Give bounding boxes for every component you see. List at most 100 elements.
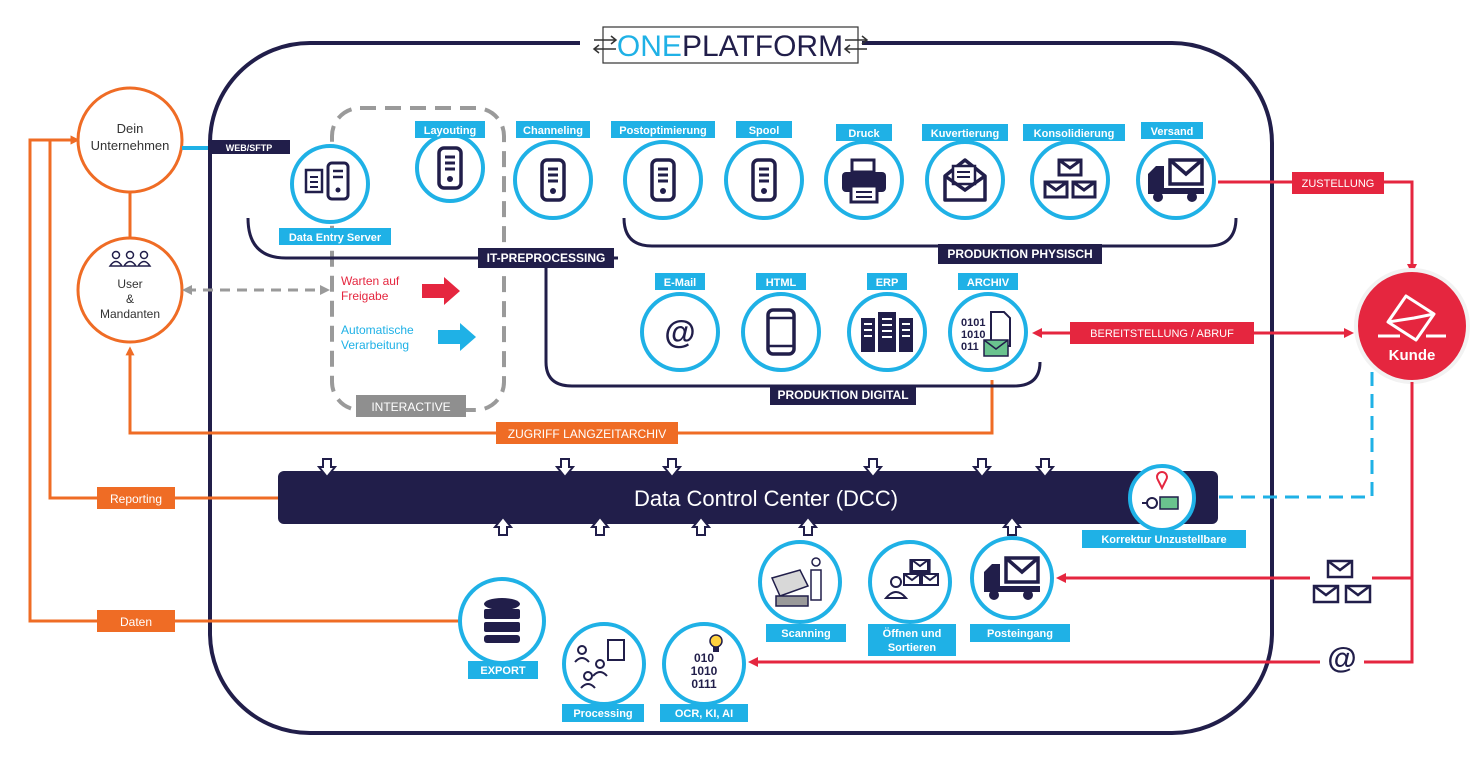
stage-versand: Versand bbox=[1136, 122, 1216, 220]
users-line3: Mandanten bbox=[100, 307, 160, 321]
stage-tag bbox=[611, 121, 715, 138]
scanning-label: Scanning bbox=[781, 628, 831, 640]
ocr-label: OCR, KI, AI bbox=[675, 708, 733, 720]
channel-html: HTML bbox=[741, 273, 821, 372]
title-arrows-left-icon bbox=[592, 35, 618, 54]
channel-tag bbox=[655, 273, 705, 290]
users-line2: & bbox=[126, 292, 134, 306]
oeffnen-line2: Sortieren bbox=[888, 642, 937, 654]
export-tag bbox=[468, 661, 538, 679]
zustellung-line bbox=[1218, 180, 1417, 274]
warten-line2: Freigabe bbox=[341, 289, 389, 303]
scanning-tag bbox=[766, 624, 846, 642]
title-box bbox=[602, 26, 859, 64]
auto-arrow-icon bbox=[438, 323, 476, 351]
stage-kuvertierung: Kuvertierung bbox=[922, 124, 1008, 220]
email-flow bbox=[748, 578, 1414, 667]
zugriff-tag bbox=[496, 422, 678, 444]
daten-label: Daten bbox=[120, 615, 152, 629]
ocr-binary-2: 1010 bbox=[691, 664, 718, 678]
stage-tag bbox=[1023, 124, 1125, 141]
scanner-icon bbox=[770, 557, 822, 607]
zugriff-label: ZUGRIFF LANGZEITARCHIV bbox=[508, 427, 666, 441]
stage-postoptimierung: Postoptimierung bbox=[611, 121, 715, 220]
data-entry-label: Data Entry Server bbox=[289, 232, 382, 244]
stage-label: Spool bbox=[749, 125, 780, 137]
bereitstellung-label: BEREITSTELLUNG / ABRUF bbox=[1090, 328, 1234, 340]
produktion-digital-tag bbox=[770, 385, 916, 405]
processing-tag bbox=[562, 704, 644, 722]
channel-label: ERP bbox=[876, 277, 899, 289]
stage-label: Druck bbox=[848, 128, 880, 140]
ocr-binary-1: 010 bbox=[694, 651, 714, 665]
oeffnen-line1: Öffnen und bbox=[883, 627, 942, 640]
web-sftp-tag bbox=[208, 140, 290, 154]
page-title: ONEPLATFORM bbox=[617, 30, 843, 63]
company-line2: Unternehmen bbox=[91, 138, 170, 153]
warten-line1: Warten auf bbox=[341, 274, 400, 288]
undeliverable-flow bbox=[1200, 372, 1374, 502]
kunde-label: Kunde bbox=[1389, 347, 1436, 364]
users-icon bbox=[108, 250, 152, 267]
channel-tag bbox=[867, 273, 907, 290]
reporting-tag bbox=[97, 487, 175, 509]
channel-label: HTML bbox=[766, 277, 797, 289]
zustellung-label: ZUSTELLUNG bbox=[1302, 178, 1375, 190]
posteingang-label: Posteingang bbox=[987, 628, 1053, 640]
produktion-physisch-label: PRODUKTION PHYSISCH bbox=[947, 247, 1092, 261]
posteingang-tag bbox=[970, 624, 1070, 642]
archive-binary: 1010 bbox=[961, 329, 985, 341]
export-label: EXPORT bbox=[480, 665, 526, 677]
sorting-icon bbox=[883, 558, 939, 599]
rack-icon bbox=[860, 311, 914, 353]
reporting-label: Reporting bbox=[110, 492, 162, 506]
database-icon bbox=[484, 598, 520, 643]
ocr-tag bbox=[660, 704, 748, 722]
zustellung-tag bbox=[1292, 172, 1384, 194]
data-entry-tag bbox=[279, 228, 391, 245]
channel-label: E-Mail bbox=[664, 277, 696, 289]
bulb-icon bbox=[709, 634, 723, 652]
ocr-binary-3: 0111 bbox=[691, 677, 717, 691]
stage-layouting: Layouting bbox=[415, 121, 485, 203]
channel-tag bbox=[756, 273, 806, 290]
it-preprocessing-tag bbox=[478, 248, 614, 268]
bereitstellung-tag bbox=[1070, 322, 1254, 344]
stage-label: Channeling bbox=[523, 125, 583, 137]
stage-tag bbox=[1141, 122, 1203, 139]
stage-konsolidierung: Konsolidierung bbox=[1023, 124, 1125, 220]
dcc-bar bbox=[278, 471, 1218, 524]
company-line1: Dein bbox=[117, 121, 144, 136]
stage-tag bbox=[516, 121, 590, 138]
data-entry-server-icon bbox=[290, 144, 370, 224]
stage-tag bbox=[415, 121, 485, 138]
korrektur-tag bbox=[1082, 530, 1246, 548]
channel-circle bbox=[741, 292, 821, 372]
incoming-mail-icon bbox=[1310, 559, 1372, 611]
stage-circle bbox=[1030, 140, 1110, 220]
archive-binary: 011 bbox=[961, 341, 979, 353]
stage-label: Versand bbox=[1151, 126, 1194, 138]
title-arrows-right-icon bbox=[843, 35, 869, 54]
it-preprocessing-label: IT-PREPROCESSING bbox=[487, 251, 606, 265]
stage-channeling: Channeling bbox=[513, 121, 593, 220]
produktion-physisch-bracket bbox=[622, 217, 1238, 248]
korrektur-label: Korrektur Unzustellbare bbox=[1101, 534, 1226, 546]
stage-label: Layouting bbox=[424, 125, 477, 137]
web-sftp-label: WEB/SFTP bbox=[226, 143, 273, 153]
incoming-email-icon: @ bbox=[1327, 642, 1356, 675]
export-node bbox=[458, 577, 546, 665]
oeffnen-tag bbox=[868, 624, 956, 656]
korrektur-icon bbox=[1142, 471, 1179, 510]
channel-erp: ERP bbox=[847, 273, 927, 372]
it-preprocessing-bracket bbox=[246, 217, 618, 260]
kunde-envelope-icon bbox=[1378, 294, 1446, 342]
warten-arrow-icon bbox=[422, 277, 460, 305]
processing-label: Processing bbox=[573, 708, 632, 720]
interactive-label: INTERACTIVE bbox=[371, 400, 450, 414]
stage-druck: Druck bbox=[824, 124, 904, 220]
